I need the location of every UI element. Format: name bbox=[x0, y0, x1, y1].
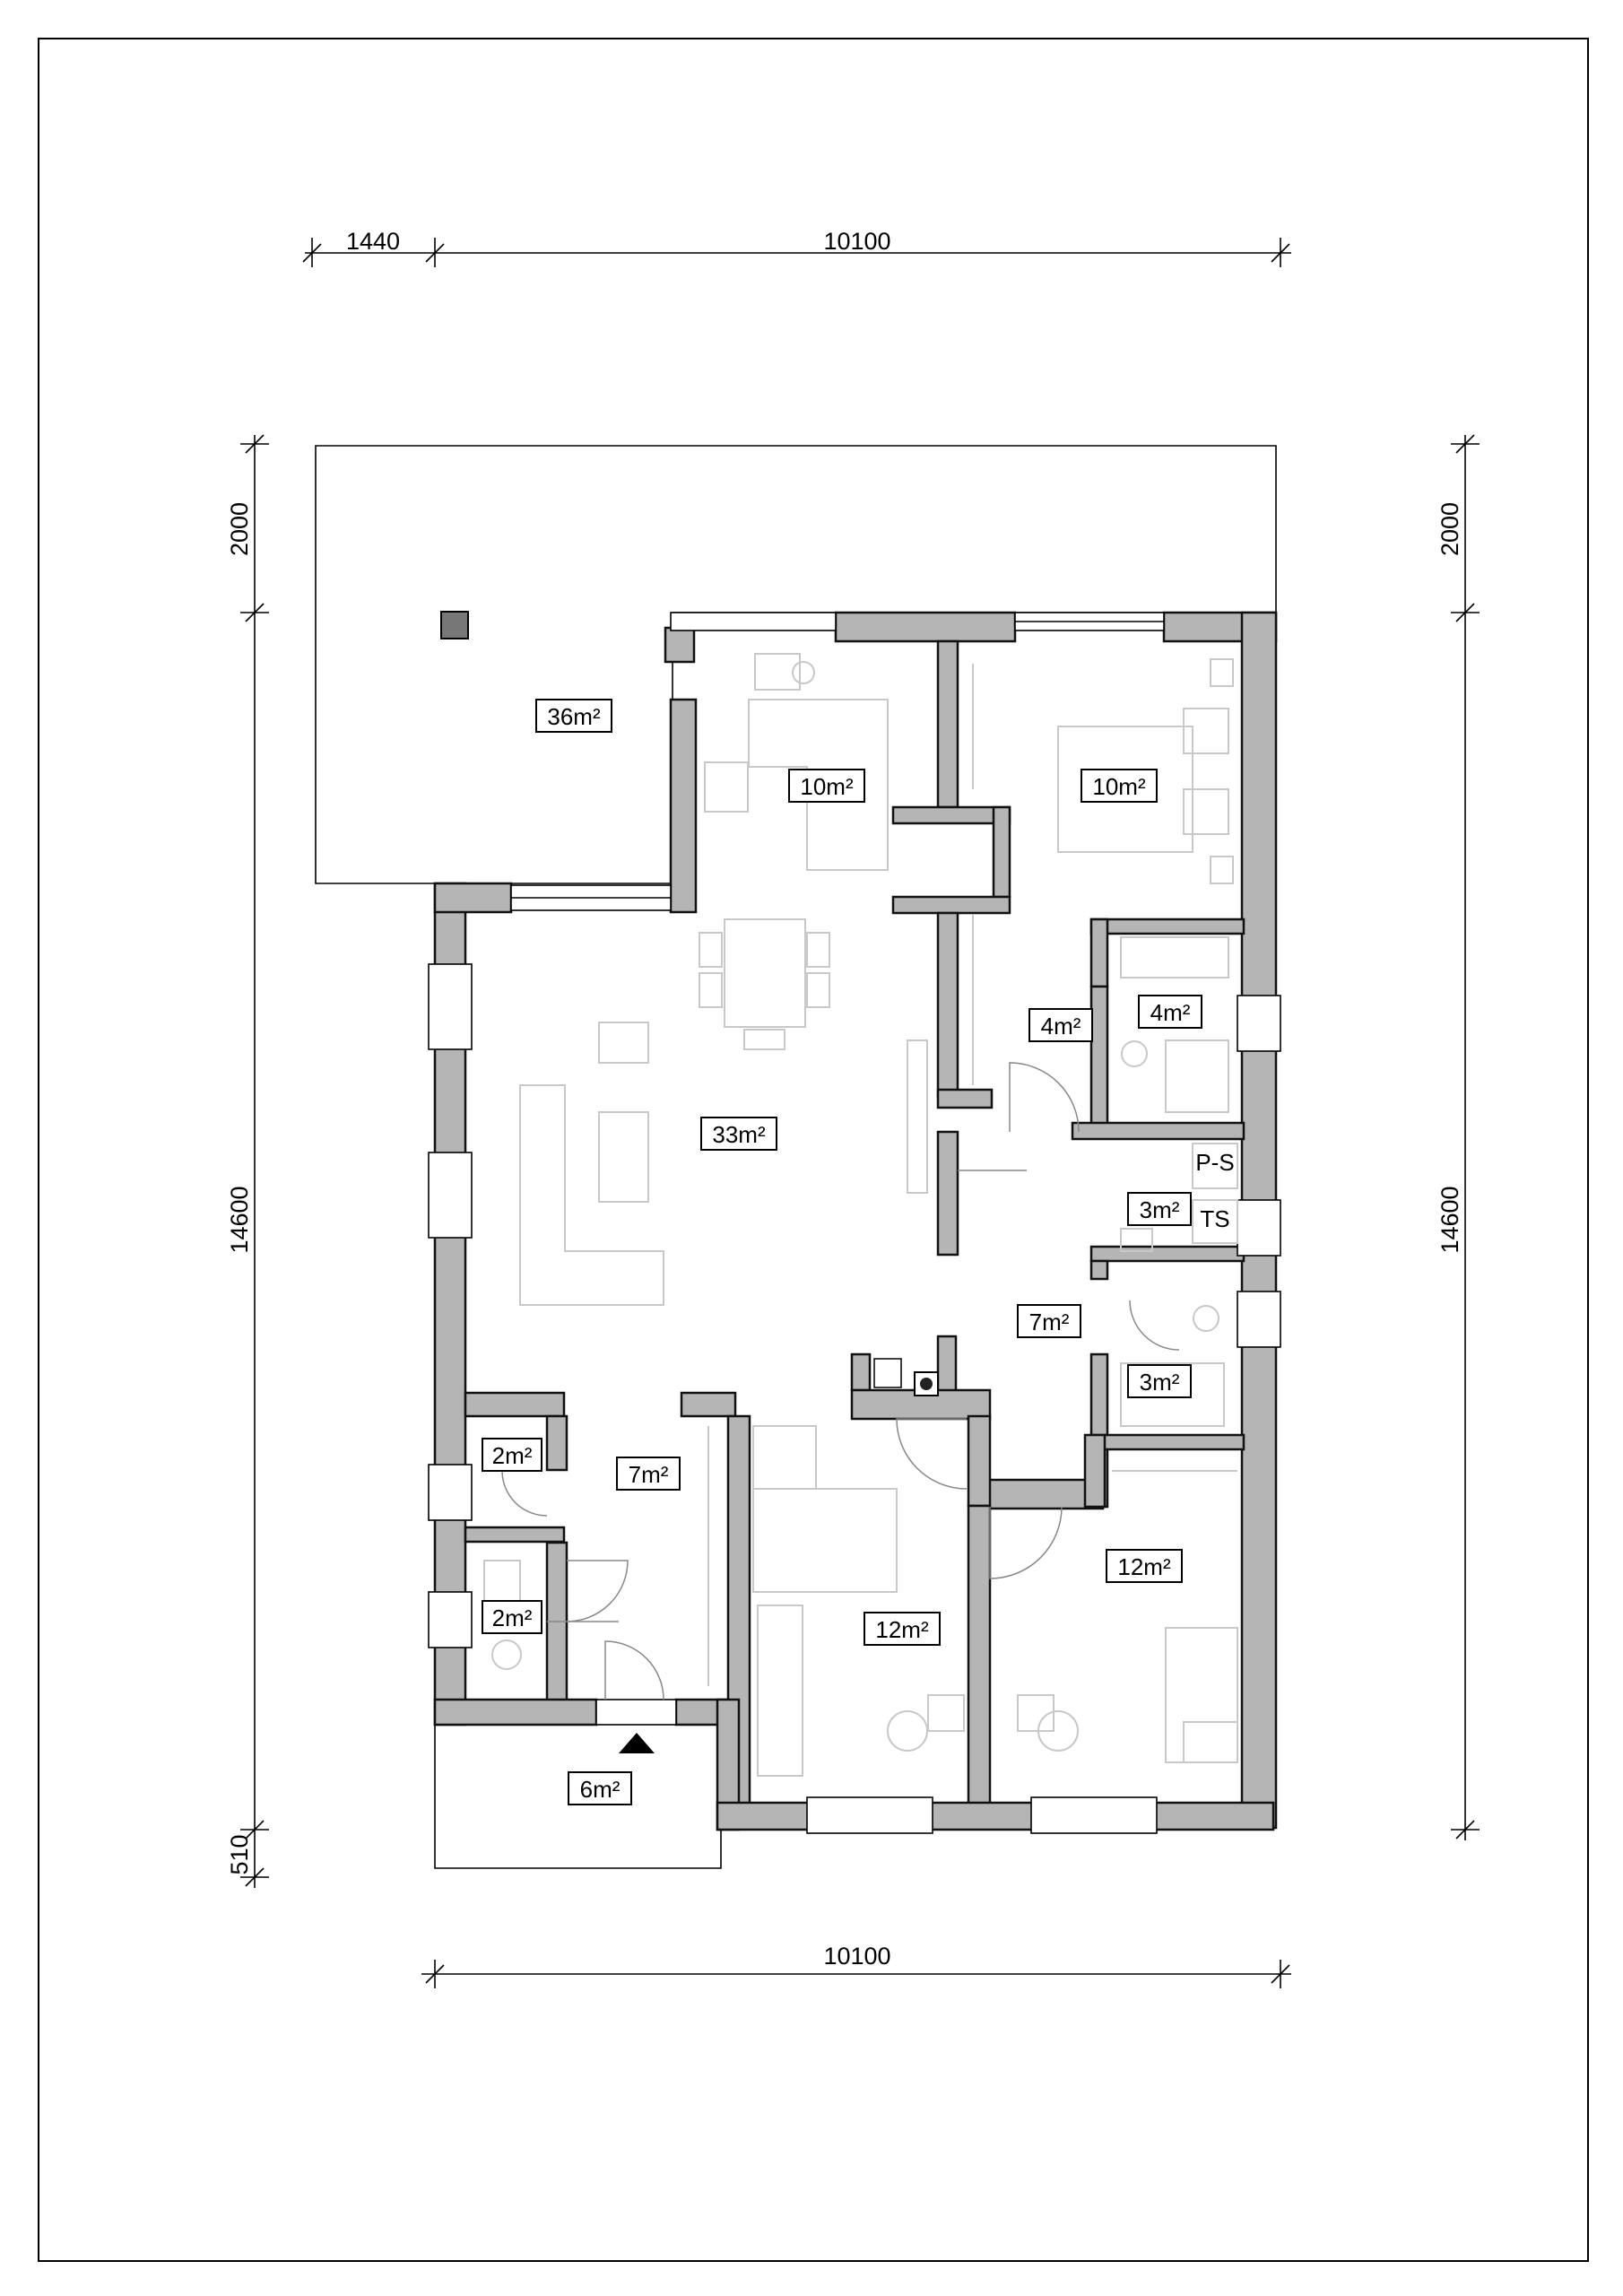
svg-text:2m²: 2m² bbox=[492, 1442, 533, 1469]
room-wc-right: 3m² bbox=[1127, 1364, 1192, 1398]
dimension-bottom: 10100 bbox=[421, 1943, 1291, 1988]
svg-text:7m²: 7m² bbox=[629, 1461, 669, 1488]
svg-text:10m²: 10m² bbox=[1092, 773, 1146, 800]
svg-text:12m²: 12m² bbox=[1117, 1553, 1171, 1580]
svg-text:4m²: 4m² bbox=[1041, 1013, 1081, 1039]
room-porch: 6m² bbox=[568, 1771, 632, 1805]
svg-text:10m²: 10m² bbox=[800, 773, 854, 800]
dim-left-upper: 2000 bbox=[226, 502, 253, 556]
furniture bbox=[483, 653, 1238, 1777]
dim-bottom: 10100 bbox=[823, 1943, 890, 1970]
room-storage-upper: 2m² bbox=[482, 1438, 542, 1472]
dryer-label: TS bbox=[1200, 1205, 1229, 1232]
room-labels: 36m² 10m² 10m² 33m² 4m² 4m² 3m² 7m² bbox=[482, 699, 1202, 1805]
room-kitchen: 10m² bbox=[788, 769, 865, 803]
doors bbox=[501, 1062, 1180, 1700]
dim-right-main: 14600 bbox=[1436, 1186, 1463, 1253]
room-utility: 3m² bbox=[1127, 1192, 1192, 1226]
room-bedroom-top: 10m² bbox=[1081, 769, 1158, 803]
svg-text:2m²: 2m² bbox=[492, 1605, 533, 1631]
room-bedroom-right: 12m² bbox=[1106, 1549, 1183, 1583]
room-living: 33m² bbox=[700, 1117, 777, 1151]
room-hall-entry: 7m² bbox=[616, 1457, 681, 1491]
column-icon bbox=[440, 611, 469, 639]
room-wc-left: 2m² bbox=[482, 1600, 542, 1634]
svg-text:36m²: 36m² bbox=[547, 703, 601, 730]
svg-text:12m²: 12m² bbox=[875, 1616, 929, 1643]
sheet-border bbox=[38, 38, 1589, 2262]
room-bedroom-mid: 12m² bbox=[864, 1612, 941, 1646]
room-wardrobe: 4m² bbox=[1028, 1008, 1093, 1042]
dimension-top: 1440 10100 bbox=[302, 228, 1291, 267]
entrance-arrow-icon bbox=[619, 1733, 655, 1753]
svg-text:6m²: 6m² bbox=[580, 1776, 621, 1803]
dimension-right: 2000 14600 bbox=[1436, 434, 1480, 1840]
room-bathroom-top: 4m² bbox=[1138, 995, 1202, 1029]
room-terrace: 36m² bbox=[535, 699, 612, 733]
dim-left-main: 14600 bbox=[226, 1186, 253, 1253]
svg-text:3m²: 3m² bbox=[1140, 1369, 1180, 1396]
dim-top-left: 1440 bbox=[346, 228, 400, 255]
chimney-icon bbox=[914, 1371, 939, 1396]
svg-text:33m²: 33m² bbox=[712, 1121, 766, 1148]
dimension-left: 2000 14600 510 bbox=[226, 434, 269, 1888]
room-hall-right: 7m² bbox=[1017, 1304, 1081, 1338]
svg-text:7m²: 7m² bbox=[1029, 1309, 1070, 1335]
washer-label: P-S bbox=[1195, 1149, 1234, 1176]
windows bbox=[428, 612, 1281, 1834]
dim-left-lower: 510 bbox=[226, 1834, 253, 1874]
svg-text:3m²: 3m² bbox=[1140, 1196, 1180, 1223]
dim-right-upper: 2000 bbox=[1436, 502, 1463, 556]
dim-top-main: 10100 bbox=[823, 228, 890, 255]
svg-text:4m²: 4m² bbox=[1150, 999, 1191, 1026]
